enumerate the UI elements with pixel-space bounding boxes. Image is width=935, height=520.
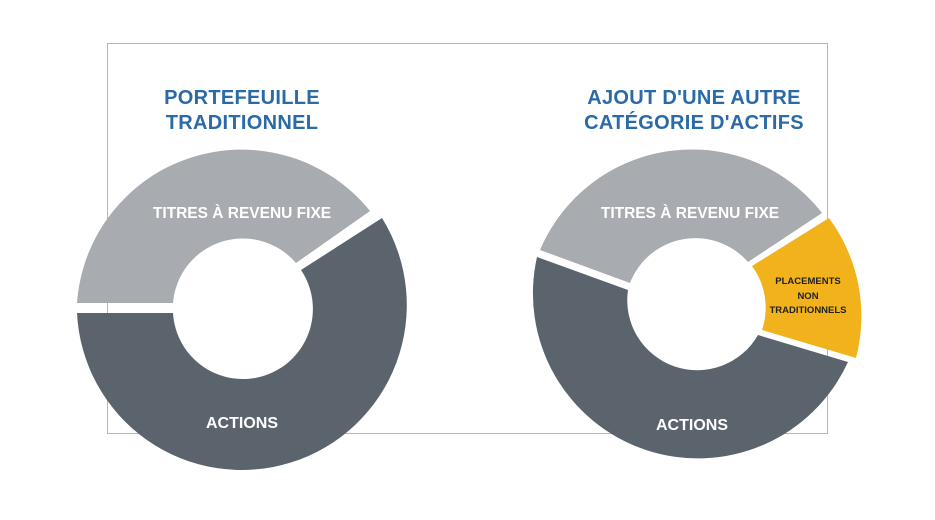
right-segment-equities	[532, 257, 848, 459]
left-donut: TITRES À REVENU FIXE ACTIONS	[77, 149, 407, 471]
right-label-alternatives-line-3: TRADITIONNELS	[769, 305, 846, 316]
left-title-line-1: PORTEFEUILLE	[164, 87, 320, 109]
left-segment-equities	[77, 218, 407, 471]
right-label-alternatives-line-1: PLACEMENTS	[775, 276, 840, 287]
right-chart-title: AJOUT D'UNE AUTRE CATÉGORIE D'ACTIFS	[554, 86, 834, 136]
right-label-fixed-income: TITRES À REVENU FIXE	[601, 205, 779, 222]
left-chart-title: PORTEFEUILLE TRADITIONNEL	[102, 86, 382, 136]
left-segment-fixed-income	[77, 149, 370, 303]
left-label-equities: ACTIONS	[206, 415, 278, 432]
right-segment-alternatives	[752, 218, 862, 358]
left-title-line-2: TRADITIONNEL	[165, 112, 319, 134]
left-label-fixed-income: TITRES À REVENU FIXE	[153, 205, 331, 222]
right-title-line-2: CATÉGORIE D'ACTIFS	[584, 112, 804, 134]
right-segment-fixed-income	[540, 149, 822, 283]
right-title-line-1: AJOUT D'UNE AUTRE	[587, 87, 801, 109]
right-label-equities: ACTIONS	[656, 417, 728, 434]
right-donut: TITRES À REVENU FIXE ACTIONS PLACEMENTS …	[532, 149, 862, 459]
right-label-alternatives-line-2: NON	[797, 291, 818, 302]
